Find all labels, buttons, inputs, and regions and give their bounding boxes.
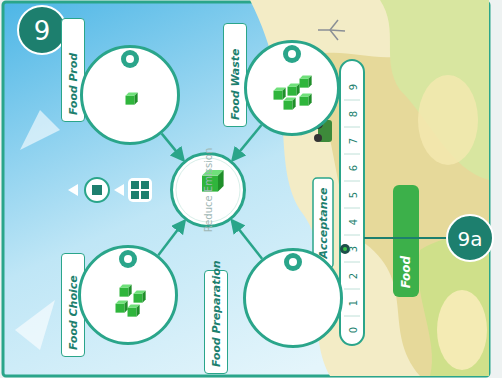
category-circle: Food Prod	[80, 45, 180, 145]
circle-outline	[244, 40, 340, 136]
scale-title: Acceptance	[318, 187, 329, 258]
scale-number: 9	[349, 84, 359, 90]
category-title: Food Waste	[229, 48, 242, 120]
category-circle: Food Waste	[244, 40, 340, 136]
category-title: Food Preparation	[210, 260, 223, 367]
category-circle: Food Preparation	[243, 248, 343, 348]
conversion-symbol	[68, 178, 152, 202]
callout-circle	[447, 215, 493, 261]
scale-number: 6	[349, 165, 359, 171]
category-label: Food Preparation	[204, 270, 228, 374]
circle-outline	[80, 45, 180, 145]
flow-arrow	[158, 221, 184, 255]
flow-arrow	[233, 125, 262, 160]
category-circle: Food Choice	[78, 245, 178, 345]
callout-number: 9	[34, 18, 51, 44]
category-tab-label: Food	[400, 256, 412, 288]
scale-number: 7	[349, 138, 359, 144]
goal-text: Reduce Emission	[203, 148, 214, 233]
scale-number: 3	[349, 246, 359, 252]
flow-arrow	[162, 134, 184, 160]
scale-number: 4	[349, 219, 359, 225]
callout-circle	[18, 6, 66, 54]
category-title: Food Choice	[67, 275, 80, 350]
goal-circle: Reduce Emission	[170, 152, 246, 228]
leader-line	[364, 237, 448, 239]
flow-arrow	[232, 221, 262, 259]
callout-number: 9a	[458, 229, 483, 249]
scale-number: 2	[349, 273, 359, 279]
scale-number: 5	[349, 192, 359, 198]
category-title: Food Prod	[67, 53, 80, 115]
category-label: Food Waste	[223, 23, 247, 127]
category-tab	[393, 185, 419, 297]
scale-number: 1	[349, 300, 359, 306]
circle-outline	[78, 245, 178, 345]
scale-number: 8	[349, 111, 359, 117]
scale-number: 0	[349, 327, 359, 333]
circle-outline	[243, 248, 343, 348]
